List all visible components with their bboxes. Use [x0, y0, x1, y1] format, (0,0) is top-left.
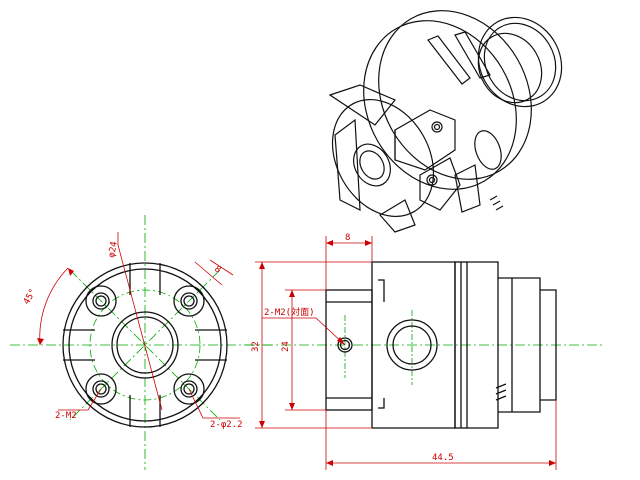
angle-label: 45° [22, 287, 39, 306]
cross-hole-outer [386, 319, 438, 371]
dim-8-label: 8 [345, 233, 350, 243]
hole-tr [180, 292, 198, 310]
bottom-land [129, 395, 161, 427]
tapped-hole-bottom [426, 174, 438, 186]
hole-br-inner [183, 383, 195, 395]
hole-tr-inner [183, 295, 195, 307]
bottom-flat [379, 199, 416, 233]
angle-arrow-top [68, 268, 74, 276]
pcd-leader [117, 244, 163, 411]
jaw-slot-lines [378, 279, 385, 409]
slot-dim-line [194, 261, 223, 286]
side-thread-callout: 2-M2(対面) [264, 306, 315, 318]
hole-bl-inner [95, 383, 107, 395]
cross-hole-inner [392, 325, 432, 365]
arrow-24-top [289, 290, 295, 297]
dim-32-label: 32 [251, 341, 261, 352]
face-thread-callout: 2-M2 [55, 411, 77, 421]
hole-boss-br [173, 373, 205, 405]
pcd-label: φ24 [107, 241, 120, 259]
hole-boss-bl [85, 373, 117, 405]
arrow-side-thread [337, 337, 345, 345]
rear-boss-outline [477, 16, 563, 108]
clamp-lug-lower [419, 157, 461, 211]
slot-dim-ext [209, 259, 234, 276]
arrow-8-left [326, 240, 333, 246]
front-bore [353, 143, 391, 187]
hole-boss-tl [85, 285, 117, 317]
angle-arc [39, 267, 69, 346]
slot-side [454, 164, 481, 213]
tapped-hole-top [431, 121, 443, 133]
arrow-445-left [326, 460, 333, 466]
face-hole-callout: 2-φ2.2 [210, 420, 243, 430]
side-thread-leader [262, 317, 346, 346]
hole-boss-tr [173, 285, 205, 317]
phi22-leader [188, 388, 240, 419]
arrow-32-top [259, 262, 265, 269]
arrow-32-bottom [259, 421, 265, 428]
isometric-view [328, 10, 563, 233]
dim-445-label: 44.5 [432, 453, 454, 463]
side-hole [474, 130, 502, 170]
outer-circle [62, 262, 228, 428]
slot-width-label: 8 [212, 264, 222, 275]
hole-tl [92, 292, 110, 310]
side-tapped-hole-inner [339, 339, 351, 351]
body-outline [363, 20, 517, 190]
body-rear-edge [378, 10, 532, 180]
body-rear [467, 261, 499, 429]
front-bore-inner [359, 150, 385, 180]
rear-boss-groove [477, 32, 543, 104]
bore-inner-circle [116, 316, 174, 374]
slot-top-2 [454, 31, 491, 79]
rear-boss [498, 277, 541, 413]
left-flat [334, 118, 361, 211]
side-view: 8 32 24 44.5 2-M2(対面) [245, 233, 605, 470]
tapped-hole-bottom-inner [428, 176, 436, 184]
rear-tip [540, 289, 557, 401]
arrow-445-right [549, 460, 556, 466]
angle-arrow-bottom [37, 338, 44, 345]
front-view: φ24 8 45° 2-M2 2-φ2.2 [10, 215, 275, 470]
m2-leader [58, 388, 102, 411]
slot-top [427, 35, 471, 85]
outer-circle-chamfer [68, 268, 222, 422]
top-flat [328, 84, 396, 126]
hole-tl-inner [95, 295, 107, 307]
right-land [195, 329, 227, 361]
hole-br [180, 380, 198, 398]
front-face-outline [331, 98, 435, 218]
side-tapped-hole [337, 337, 353, 353]
rear-boss-inner [483, 22, 557, 102]
thread-hatch [495, 383, 507, 401]
left-land [63, 329, 95, 361]
hole-bl [92, 380, 110, 398]
pitch-circle [89, 289, 201, 401]
arrow-24-bottom [289, 403, 295, 410]
dim-24-label: 24 [281, 341, 291, 352]
tapped-hole-top-inner [433, 123, 441, 131]
thread-hatch [489, 195, 504, 211]
arrow-8-right [365, 240, 372, 246]
bore-circle [111, 311, 179, 379]
